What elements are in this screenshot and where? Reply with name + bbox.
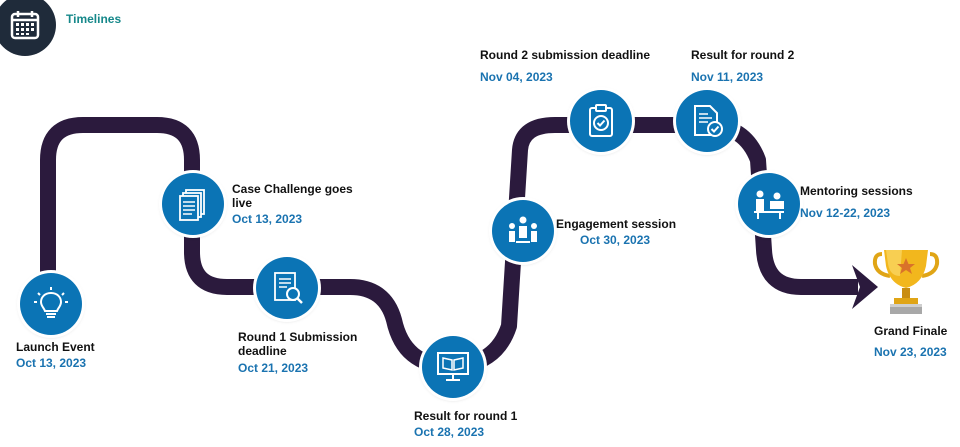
- milestone-node-result2: [676, 90, 738, 152]
- milestone-node-mentoring: [738, 173, 800, 235]
- milestone-node-case: [162, 173, 224, 235]
- calendar-icon: [10, 11, 40, 40]
- milestone-node-launch: [20, 273, 82, 335]
- document-search-icon: [274, 272, 303, 304]
- milestone-title-result2: Result for round 2: [691, 48, 795, 62]
- lightbulb-icon: [34, 287, 68, 318]
- milestone-date-result1: Oct 28, 2023: [414, 425, 485, 439]
- milestone-date-mentoring: Nov 12-22, 2023: [800, 206, 891, 220]
- milestone-node-result1: [422, 336, 484, 398]
- milestone-date-launch: Oct 13, 2023: [16, 356, 87, 370]
- document-check-icon: [694, 105, 723, 137]
- milestone-title-round1-deadline: Round 1 Submission deadline: [238, 330, 358, 358]
- milestone-date-finale: Nov 23, 2023: [874, 345, 947, 359]
- milestone-title-launch: Launch Event: [16, 340, 95, 354]
- page-title: Timelines: [66, 12, 122, 26]
- milestone-date-result2: Nov 11, 2023: [691, 70, 764, 84]
- mentoring-icon: [754, 190, 784, 219]
- milestone-date-round2-deadline: Nov 04, 2023: [480, 70, 553, 84]
- header-badge: [0, 0, 56, 56]
- arrow-head-icon: [852, 265, 878, 309]
- monitor-book-icon: [437, 352, 469, 381]
- milestone-date-round1-deadline: Oct 21, 2023: [238, 361, 309, 375]
- milestone-title-engagement: Engagement session: [556, 217, 677, 231]
- documents-icon: [179, 189, 205, 221]
- clipboard-check-icon: [589, 104, 613, 137]
- milestone-title-finale: Grand Finale: [874, 324, 948, 338]
- milestone-node-round1-deadline: [256, 257, 318, 319]
- milestone-title-result1: Result for round 1: [414, 409, 518, 423]
- trophy-icon: [872, 250, 940, 314]
- milestone-node-round2-deadline: [570, 90, 632, 152]
- milestone-date-engagement: Oct 30, 2023: [580, 233, 651, 247]
- milestone-date-case: Oct 13, 2023: [232, 212, 303, 226]
- meeting-icon: [509, 216, 537, 243]
- milestone-node-engagement: [492, 200, 554, 262]
- milestone-title-round2-deadline: Round 2 submission deadline: [480, 48, 651, 62]
- milestone-title-mentoring: Mentoring sessions: [800, 184, 913, 198]
- milestone-title-case: Case Challenge goes live: [232, 182, 353, 210]
